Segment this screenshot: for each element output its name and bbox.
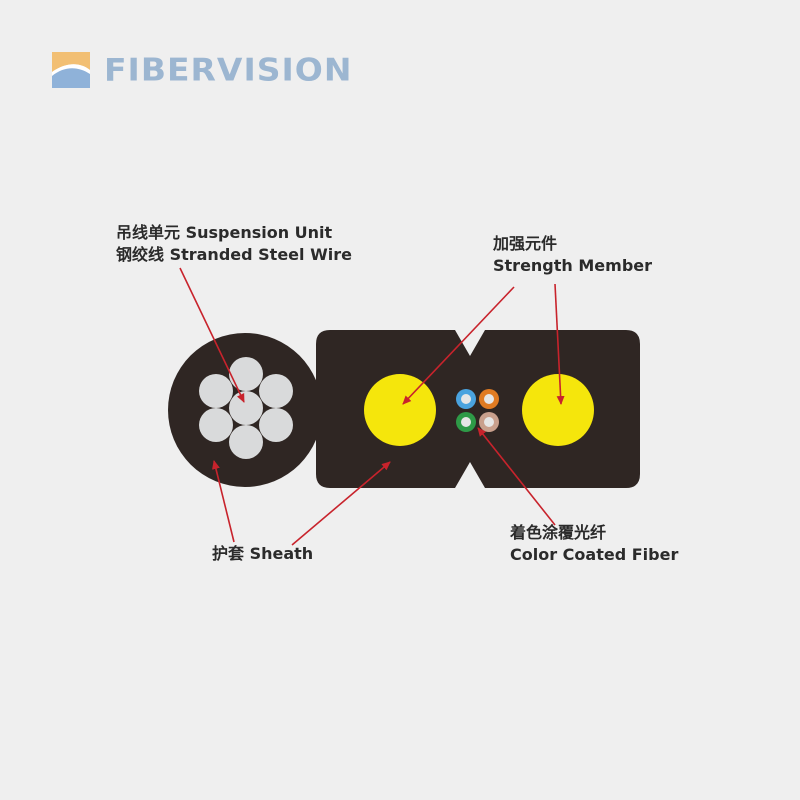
label-strength-line2: Strength Member	[493, 256, 653, 275]
color-coated-fibers	[456, 389, 499, 432]
arrow-sheath-left	[212, 460, 235, 543]
steel-wire-center	[229, 391, 263, 425]
steel-wire	[229, 425, 263, 459]
brand-name: FIBERVISION	[104, 50, 353, 88]
steel-wire	[199, 374, 233, 408]
strength-member-left	[364, 374, 436, 446]
steel-wire	[259, 374, 293, 408]
stranded-steel-wire	[199, 357, 293, 459]
arrow-sheath-right	[291, 461, 391, 546]
label-color-coated-fiber: 着色涂覆光纤 Color Coated Fiber	[510, 522, 678, 566]
pointer-arrows	[179, 267, 565, 546]
arrow-strength-left	[402, 286, 515, 405]
label-suspension-unit: 吊线单元 Suspension Unit 钢绞线 Stranded Steel …	[116, 222, 352, 266]
label-fiber-line2: Color Coated Fiber	[510, 545, 679, 564]
strength-member-right	[522, 374, 594, 446]
label-strength-line1: 加强元件	[493, 234, 558, 253]
arrow-strength-right	[554, 283, 565, 405]
label-suspension-line1: 吊线单元 Suspension Unit	[116, 223, 333, 242]
label-fiber-line1: 着色涂覆光纤	[510, 523, 607, 542]
label-sheath-line1: 护套 Sheath	[212, 544, 314, 563]
arrow-fiber	[477, 427, 556, 526]
steel-wire	[199, 408, 233, 442]
fibervision-logo-icon	[52, 52, 90, 88]
steel-wire	[259, 408, 293, 442]
arrow-suspension	[179, 267, 245, 403]
steel-wire	[229, 357, 263, 391]
brand-logo: FIBERVISION	[50, 48, 352, 90]
label-sheath: 护套 Sheath	[212, 543, 313, 565]
label-strength-member: 加强元件 Strength Member	[493, 233, 652, 277]
label-suspension-line2: 钢绞线 Stranded Steel Wire	[116, 245, 352, 264]
